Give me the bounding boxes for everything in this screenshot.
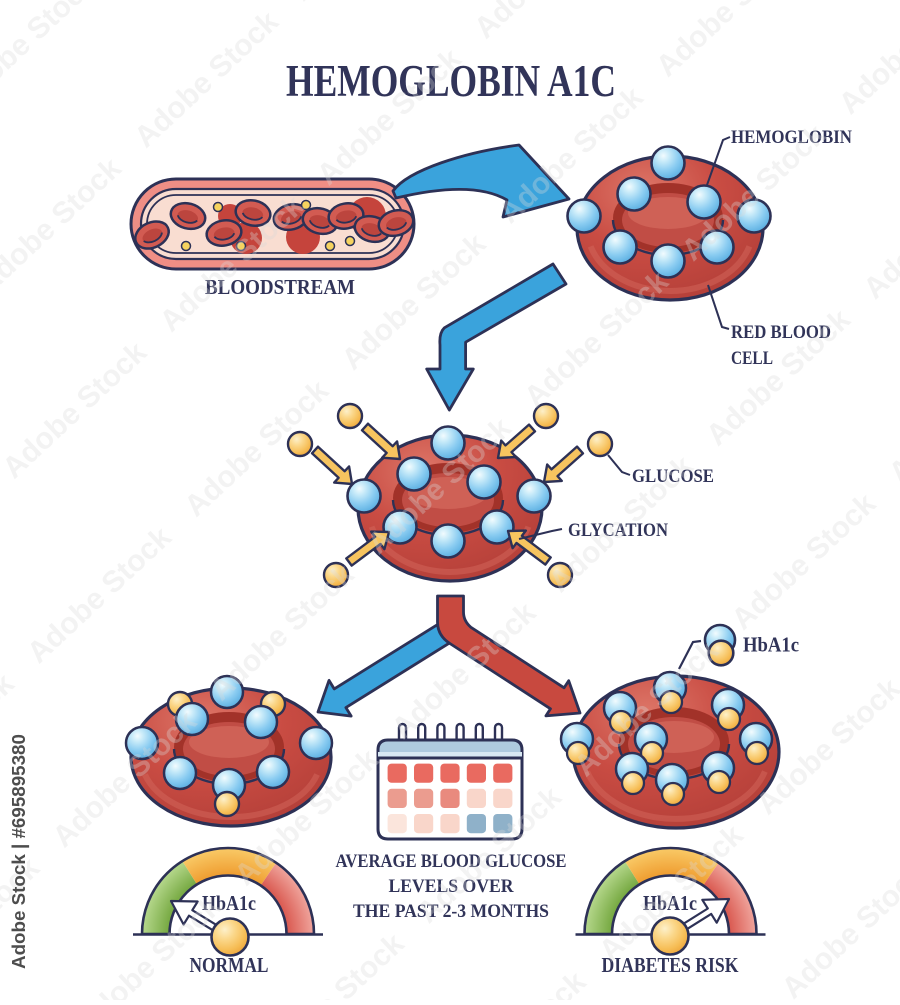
svg-text:HbA1c: HbA1c <box>743 633 799 657</box>
svg-text:HbA1c: HbA1c <box>643 891 697 915</box>
svg-text:BLOODSTREAM: BLOODSTREAM <box>205 275 355 299</box>
svg-text:GLYCATION: GLYCATION <box>568 520 668 541</box>
svg-text:NORMAL: NORMAL <box>190 953 269 977</box>
svg-text:DIABETES RISK: DIABETES RISK <box>602 953 740 977</box>
svg-text:GLUCOSE: GLUCOSE <box>632 466 714 487</box>
svg-text:RED BLOOD: RED BLOOD <box>731 322 831 343</box>
svg-text:HEMOGLOBIN: HEMOGLOBIN <box>731 127 852 148</box>
svg-text:LEVELS OVER: LEVELS OVER <box>389 876 514 897</box>
svg-text:THE PAST 2-3 MONTHS: THE PAST 2-3 MONTHS <box>353 901 549 922</box>
svg-text:HbA1c: HbA1c <box>202 891 256 915</box>
svg-text:HEMOGLOBIN A1C: HEMOGLOBIN A1C <box>286 56 616 106</box>
svg-text:AVERAGE BLOOD GLUCOSE: AVERAGE BLOOD GLUCOSE <box>336 851 567 872</box>
svg-text:Adobe Stock | #695895380: Adobe Stock | #695895380 <box>8 734 29 969</box>
svg-text:CELL: CELL <box>731 348 773 369</box>
